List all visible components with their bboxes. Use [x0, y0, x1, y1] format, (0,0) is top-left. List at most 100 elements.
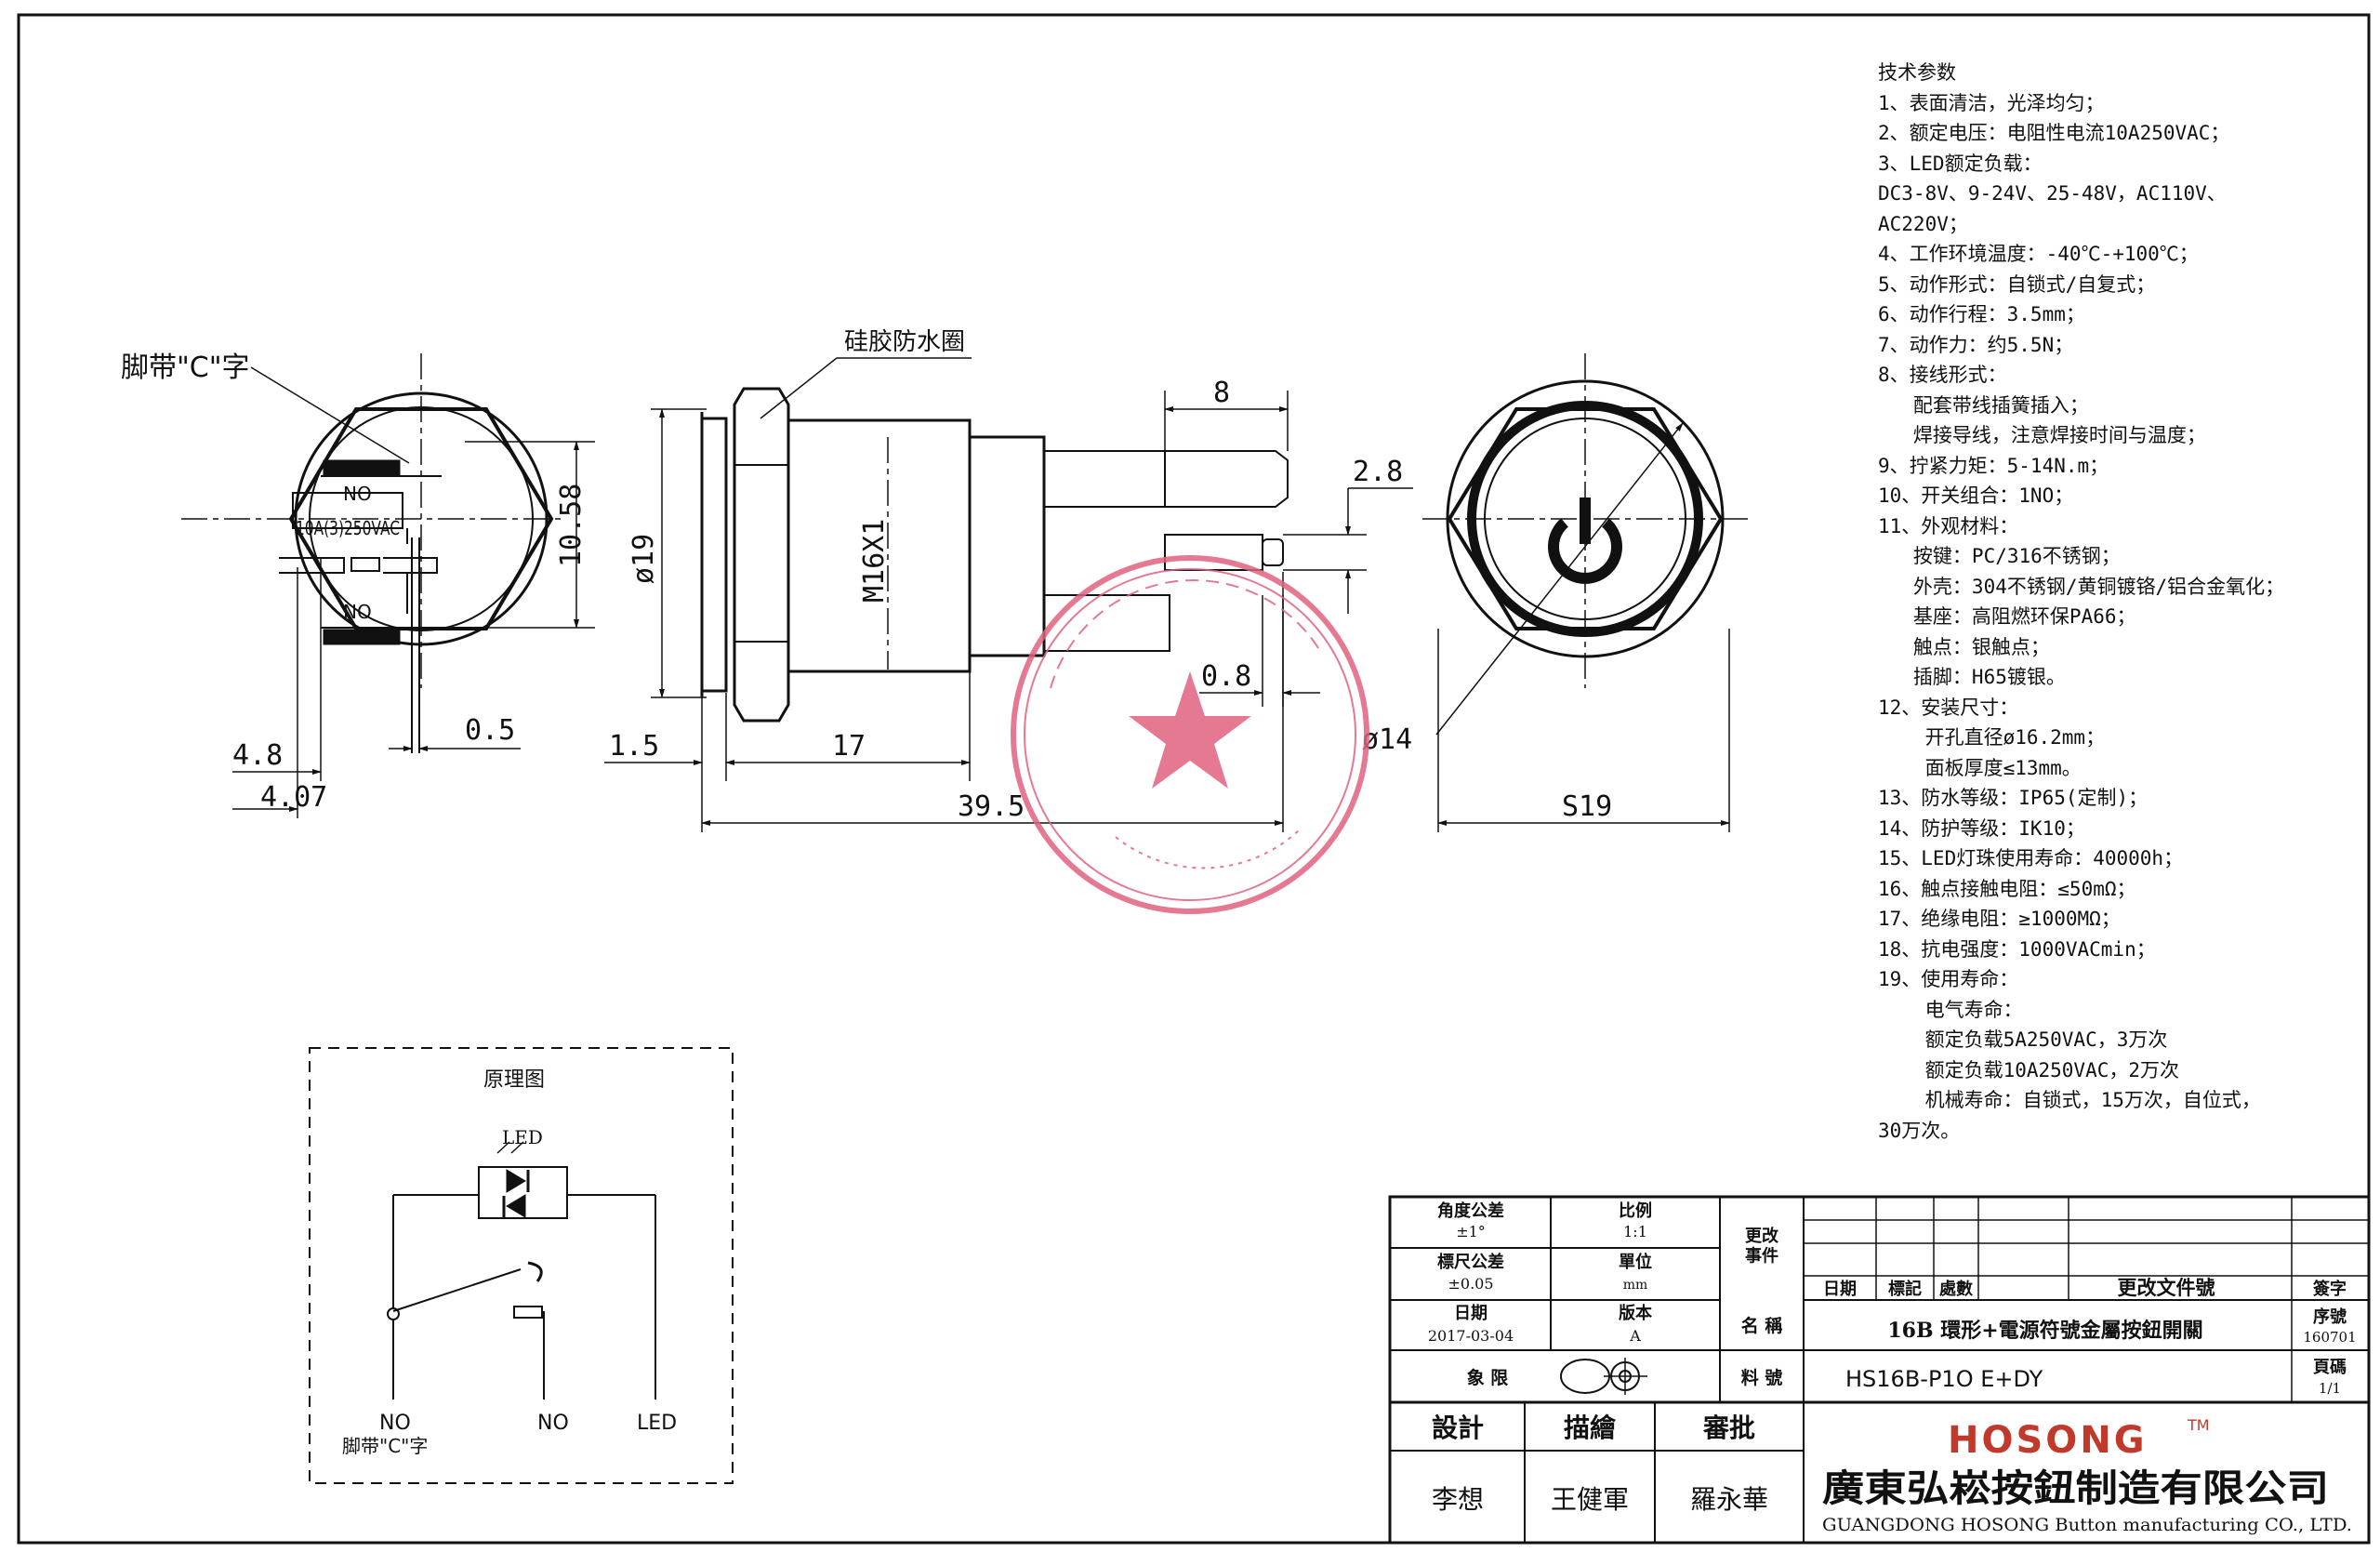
name-value: 16B 環形+電源符號金屬按鈕開關 [1887, 1319, 2202, 1343]
date-value: 2017-03-04 [1428, 1327, 1514, 1345]
spec-line: 17、绝缘电阻：≥1000MΩ； [1878, 908, 2121, 930]
rev-header-date: 日期 [1823, 1280, 1857, 1299]
angle-tol-value: ±1° [1456, 1223, 1486, 1240]
spec-line: 10、开关组合：1NO； [1878, 484, 2074, 507]
spec-line: 13、防水等级：IP65(定制)； [1878, 787, 2149, 809]
rev-header-mark: 標記 [1888, 1279, 1922, 1299]
specs-title: 技术参数 [1878, 61, 1956, 84]
spec-line: 焊接导线，注意焊接时间与温度； [1878, 424, 2206, 446]
review-label: 審批 [1702, 1413, 1755, 1443]
front-view [1422, 353, 1748, 832]
spec-line: AC220V； [1878, 212, 1968, 235]
dim-8: 8 [1213, 377, 1230, 409]
draw-label: 描繪 [1564, 1413, 1617, 1443]
schematic-no1: NO [379, 1412, 411, 1435]
back-no-top-label: NO [343, 483, 372, 505]
spec-line: 15、LED灯珠使用寿命：40000h； [1878, 847, 2184, 869]
version-label: 版本 [1619, 1303, 1652, 1323]
company-name-cn: 廣東弘崧按鈕制造有限公司 [1822, 1466, 2329, 1510]
seal-callout: 硅胶防水圈 [844, 328, 965, 356]
spec-line: 配套带线插簧插入； [1878, 393, 2089, 417]
side-view [604, 357, 1413, 832]
spec-line: 5、动作形式：自锁式/自复式； [1878, 272, 2156, 296]
draw-value: 王健軍 [1551, 1484, 1629, 1515]
spec-line: 30万次。 [1878, 1119, 1961, 1142]
dim-tol-value: ±0.05 [1448, 1275, 1493, 1293]
part-value: HS16B-P1O E+DY [1845, 1366, 2043, 1392]
back-no-bottom-label: NO [343, 601, 372, 623]
company-seal-stamp [1011, 555, 1369, 914]
spec-line: 电气寿命： [1878, 998, 2023, 1021]
name-label: 名 稱 [1741, 1315, 1783, 1336]
dim-4-07: 4.07 [260, 781, 327, 814]
page-value: 1/1 [2319, 1380, 2341, 1397]
dim-10-58: 10.58 [555, 484, 588, 567]
spec-line: 面板厚度≤13mm。 [1878, 756, 2082, 779]
spec-line: 12、安装尺寸： [1878, 696, 2019, 719]
schematic-no2: NO [537, 1412, 569, 1435]
schematic-led-label: LED [502, 1126, 543, 1148]
spec-line: 触点：银触点； [1878, 635, 2050, 658]
page-label: 頁碼 [2313, 1358, 2347, 1377]
dim-m16: M16X1 [858, 519, 891, 603]
schematic-diagram [309, 1047, 734, 1484]
spec-line: 外壳：304不锈钢/黄铜镀铬/铝合金氧化； [1878, 575, 2285, 598]
sheet-border [17, 13, 2371, 1545]
dim-0-8: 0.8 [1201, 660, 1251, 693]
review-value: 羅永華 [1690, 1484, 1768, 1515]
dim-1-5: 1.5 [609, 730, 659, 763]
spec-line: 4、工作环境温度：-40℃-+100℃； [1878, 243, 2199, 265]
version-value: A [1629, 1327, 1641, 1345]
rev-header-file: 更改文件號 [2118, 1276, 2215, 1299]
serial-value: 160701 [2303, 1329, 2356, 1346]
spec-line: 3、LED额定负载： [1878, 152, 2043, 175]
spec-line: 插脚：H65镀银。 [1878, 666, 2066, 688]
back-rating-label: 10A(3)250VAC [296, 517, 400, 539]
spec-line: 8、接线形式： [1878, 364, 2007, 386]
back-view [181, 353, 595, 818]
spec-line: 11、外观材料： [1878, 514, 2019, 537]
spec-line: 额定负载5A250VAC，3万次 [1878, 1028, 2168, 1051]
quadrant-label: 象 限 [1467, 1367, 1509, 1388]
dim-2-8: 2.8 [1353, 456, 1403, 488]
spec-line: 机械寿命：自锁式，15万次，自位式， [1878, 1089, 2261, 1111]
rev-header-sign: 簽字 [2313, 1279, 2347, 1299]
spec-line: 14、防护等级：IK10； [1878, 816, 2085, 840]
schematic-title: 原理图 [483, 1068, 545, 1092]
brand-tm: TM [2187, 1416, 2210, 1434]
date-label: 日期 [1454, 1304, 1488, 1323]
technical-specs: 技术参数 1、表面清洁，光泽均匀；2、额定电压：电阻性电流10A250VAC；3… [1878, 58, 2361, 1146]
spec-line: 基座：高阻燃环保PA66； [1878, 605, 2136, 628]
dim-39-5: 39.5 [958, 790, 1025, 823]
spec-line: 19、使用寿命： [1878, 968, 2019, 990]
spec-line: 按键：PC/316不锈钢； [1878, 545, 2121, 567]
brand-logo-text: HOSONG [1948, 1419, 2148, 1462]
unit-value: mm [1623, 1278, 1648, 1293]
dim-17: 17 [832, 730, 866, 763]
change-label: 更改事件 [1745, 1226, 1779, 1267]
specs-list: 1、表面清洁，光泽均匀；2、额定电压：电阻性电流10A250VAC；3、LED额… [1878, 88, 2361, 1147]
rev-header-count: 處數 [1939, 1280, 1973, 1299]
dim-s19: S19 [1562, 790, 1612, 823]
spec-line: 16、触点接触电阻：≤50mΩ； [1878, 877, 2136, 900]
spec-line: 6、动作行程：3.5mm； [1878, 303, 2085, 325]
part-label: 料 號 [1741, 1367, 1783, 1388]
scale-label: 比例 [1619, 1200, 1652, 1221]
schematic-led-terminal: LED [637, 1412, 677, 1435]
spec-line: 18、抗电强度：1000VACmin； [1878, 937, 2156, 961]
unit-label: 單位 [1619, 1252, 1652, 1272]
schematic-no1-sub: 脚带"C"字 [342, 1435, 428, 1457]
serial-label: 序號 [2313, 1307, 2347, 1327]
dim-phi19: ø19 [628, 534, 660, 584]
spec-line: 9、拧紧力矩：5-14N.m； [1878, 454, 2109, 477]
spec-line: 开孔直径ø16.2mm； [1878, 726, 2106, 749]
design-value: 李想 [1432, 1484, 1484, 1515]
dim-tol-label: 標尺公差 [1437, 1252, 1504, 1272]
spec-line: DC3-8V、9-24V、25-48V，AC110V、 [1878, 182, 2227, 205]
design-label: 設計 [1432, 1413, 1484, 1443]
dim-phi14: ø14 [1362, 723, 1412, 756]
company-name-en: GUANGDONG HOSONG Button manufacturing CO… [1822, 1515, 2352, 1535]
dim-0-5: 0.5 [465, 714, 515, 747]
pin-c-callout: 脚带"C"字 [121, 352, 250, 384]
